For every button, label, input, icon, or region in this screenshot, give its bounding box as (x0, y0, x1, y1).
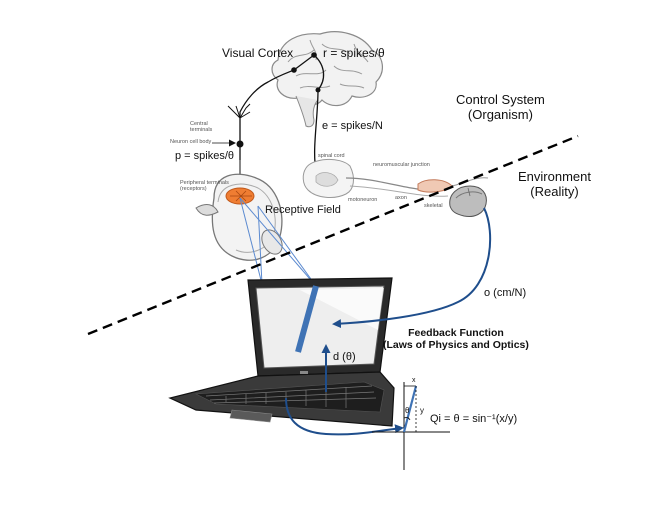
label-e-equation: e = spikes/N (322, 120, 383, 132)
label-skeletal: skeletal (424, 203, 443, 209)
spinal-cord-illustration (302, 159, 489, 198)
label-motoneuron: motoneuron (348, 197, 378, 203)
label-central-terminals: Central terminals (190, 121, 213, 134)
label-control-system: Control System (Organism) (456, 92, 545, 122)
screen-line-bar (295, 285, 319, 353)
boundary-dashed-line (87, 134, 579, 336)
label-axon: axon (395, 195, 407, 201)
label-neuromuscular-junction: neuromuscular junction (373, 162, 430, 168)
label-axis-y: y (420, 406, 424, 415)
label-environment: Environment (Reality) (518, 169, 591, 199)
sensory-neuron-icon (212, 103, 251, 190)
label-axis-x: x (412, 377, 416, 384)
angle-diagram (372, 382, 450, 470)
brain-icon (271, 31, 383, 128)
label-neuron-cell-body: Neuron cell body (170, 139, 212, 145)
label-qi-equation: Qi = θ = sin⁻¹(x/y) (430, 413, 518, 425)
label-r-equation: r = spikes/θ (323, 46, 385, 60)
label-visual-cortex: Visual Cortex (222, 46, 294, 60)
eye-icon (195, 173, 283, 261)
mouse-icon (449, 185, 487, 217)
label-spinal-cord: spinal cord (318, 153, 345, 159)
label-o-equation: o (cm/N) (484, 287, 527, 299)
label-axis-theta: θ (405, 406, 410, 415)
label-d-equation: d (θ) (333, 351, 356, 363)
label-peripheral-terminals: Peripheral terminals (receptors) (180, 180, 229, 193)
feedback-arrows (285, 207, 492, 436)
label-feedback-function: Feedback Function (Laws of Physics and O… (383, 327, 529, 352)
label-receptive-field: Receptive Field (265, 204, 341, 216)
label-p-equation: p = spikes/θ (175, 150, 235, 162)
laptop-icon (168, 277, 395, 427)
